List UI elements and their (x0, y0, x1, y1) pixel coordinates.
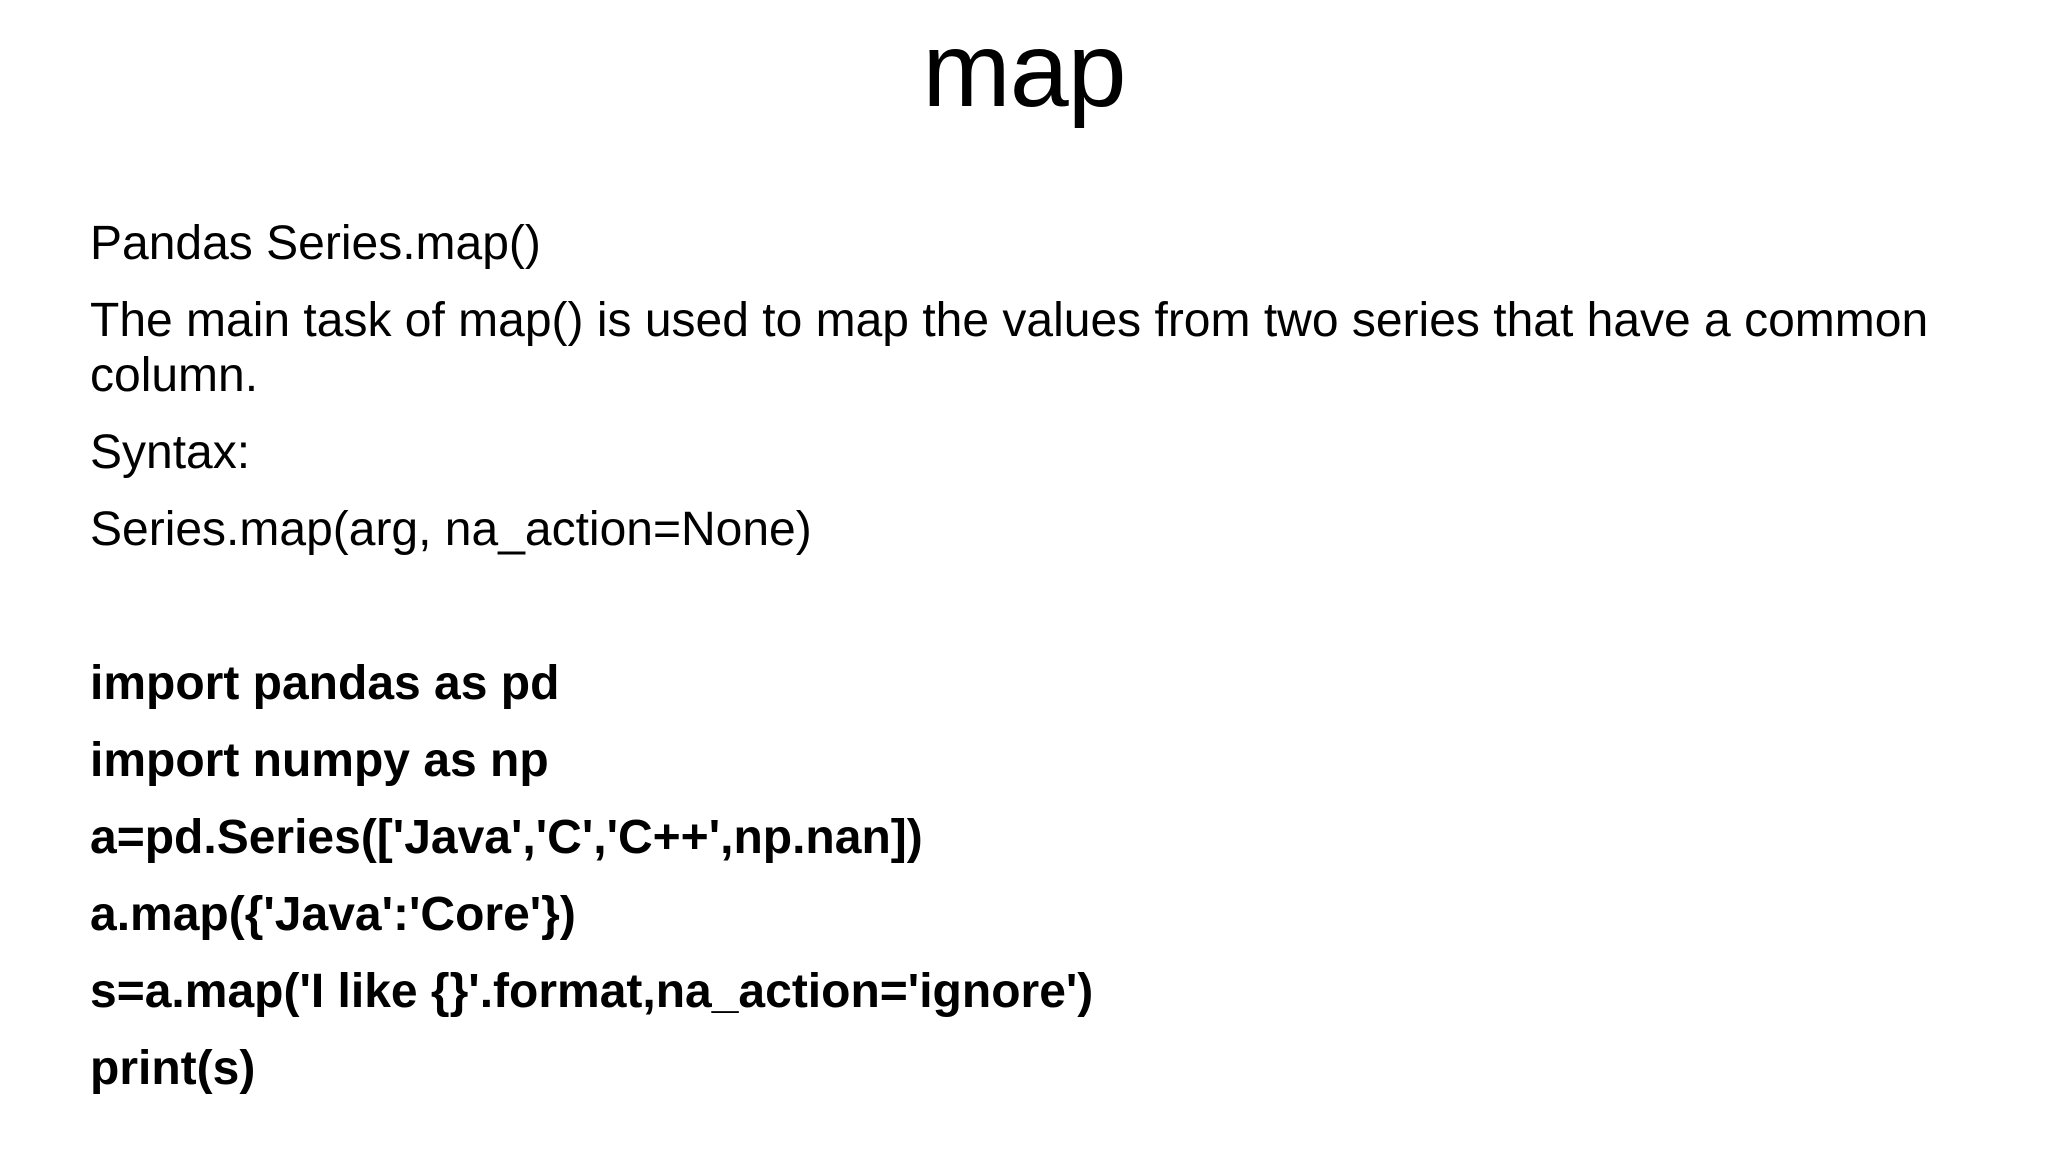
paragraph-syntax: Series.map(arg, na_action=None) (90, 503, 812, 556)
paragraph-intro: Pandas Series.map() (90, 217, 541, 270)
paragraph-syntax-label: Syntax: (90, 426, 251, 479)
code-line-map-format: s=a.map('I like {}'.format,na_action='ig… (90, 965, 1094, 1018)
code-line-map-dict: a.map({'Java':'Core'}) (90, 888, 576, 941)
code-line-series-create: a=pd.Series(['Java','C','C++',np.nan]) (90, 811, 923, 864)
paragraph-spacer (90, 579, 1956, 634)
slide-title: map (922, 11, 1126, 129)
code-line-print: print(s) (90, 1042, 256, 1095)
code-line-import-pandas: import pandas as pd (90, 657, 560, 710)
paragraph-description: The main task of map() is used to map th… (90, 294, 1929, 402)
slide-body: Pandas Series.map() The main task of map… (90, 216, 1956, 1118)
code-line-import-numpy: import numpy as np (90, 734, 549, 787)
